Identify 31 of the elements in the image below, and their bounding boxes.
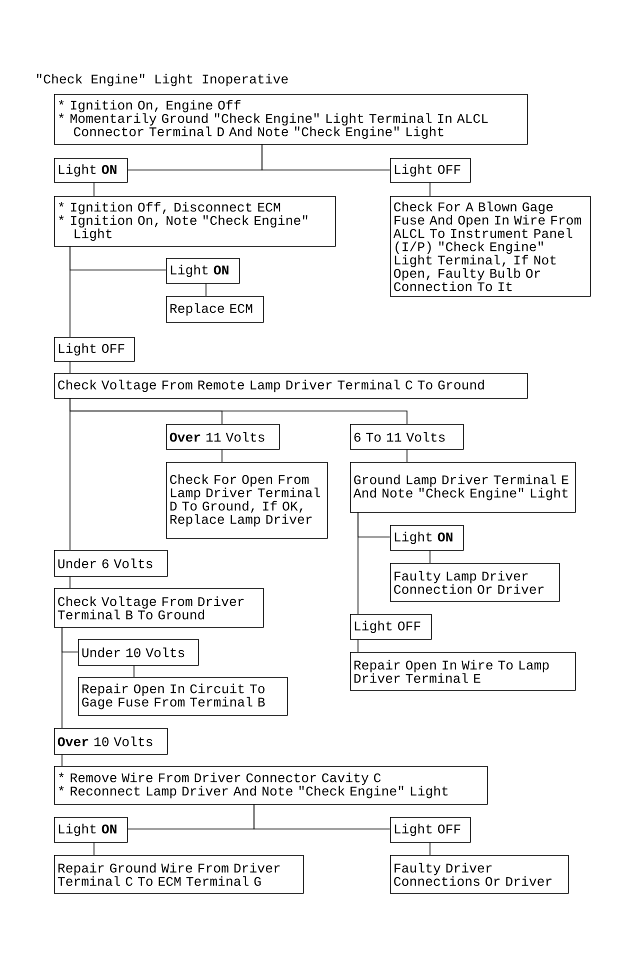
condition-box: Light OFF xyxy=(390,817,471,843)
condition-box: Under 10 Volts xyxy=(78,639,199,666)
condition-box: Light OFF xyxy=(350,614,432,640)
step-box: Check For Open From Lamp Driver Terminal D To Ground, If OK, Replace Lamp Driver xyxy=(166,462,328,539)
step-box: Ground Lamp Driver Terminal E And Note "Check Engine" Light xyxy=(350,462,576,513)
condition-box: Light ON xyxy=(166,258,240,284)
step-box: Repair Ground Wire From Driver Terminal C To ECM Terminal G xyxy=(54,855,304,894)
condition-box: Light ON xyxy=(54,158,128,183)
step-box: * Ignition On, Engine Off * Momentarily Ground "Check Engine" Light Terminal In ALCL Connector Terminal D And Note "Check Engine" Light xyxy=(54,94,528,145)
step-box: Faulty Lamp Driver Connection Or Driver xyxy=(390,563,560,602)
condition-box: Over 10 Volts xyxy=(54,728,168,755)
title: "Check Engine" Light Inoperative xyxy=(37,74,288,86)
condition-box: Light ON xyxy=(54,817,128,843)
step-box: * Remove Wire From Driver Connector Cavity C * Reconnect Lamp Driver And Note "Check Engine" Light xyxy=(54,766,488,805)
connector-line xyxy=(262,144,390,170)
condition-box: Replace ECM xyxy=(166,296,264,323)
condition-box: Under 6 Volts xyxy=(54,550,168,577)
step-box: Check Voltage From Remote Lamp Driver Terminal C To Ground xyxy=(54,373,528,399)
step-box: Repair Open In Circuit To Gage Fuse From Terminal B xyxy=(78,677,288,716)
step-box: Repair Open In Wire To Lamp Driver Terminal E xyxy=(350,652,576,691)
step-box: Check Voltage From Driver Terminal B To Ground xyxy=(54,588,264,628)
condition-box: Light OFF xyxy=(390,158,471,183)
step-box: * Ignition Off, Disconnect ECM * Ignition On, Note "Check Engine" Light xyxy=(54,196,336,247)
step-box: Faulty Driver Connections Or Driver xyxy=(390,855,569,894)
condition-box: Light ON xyxy=(390,525,464,551)
connector-line xyxy=(406,449,408,462)
condition-box: 6 To 11 Volts xyxy=(350,424,464,450)
step-box: Check For A Blown Gage Fuse And Open In Wire From ALCL To Instrument Panel (I/P) "Check Engine" Light Terminal, If Not Open, Faulty Bulb Or Connection To It xyxy=(390,196,591,297)
condition-box: Light OFF xyxy=(54,337,135,362)
condition-box: Over 11 Volts xyxy=(166,424,280,450)
connector-line xyxy=(254,804,390,830)
